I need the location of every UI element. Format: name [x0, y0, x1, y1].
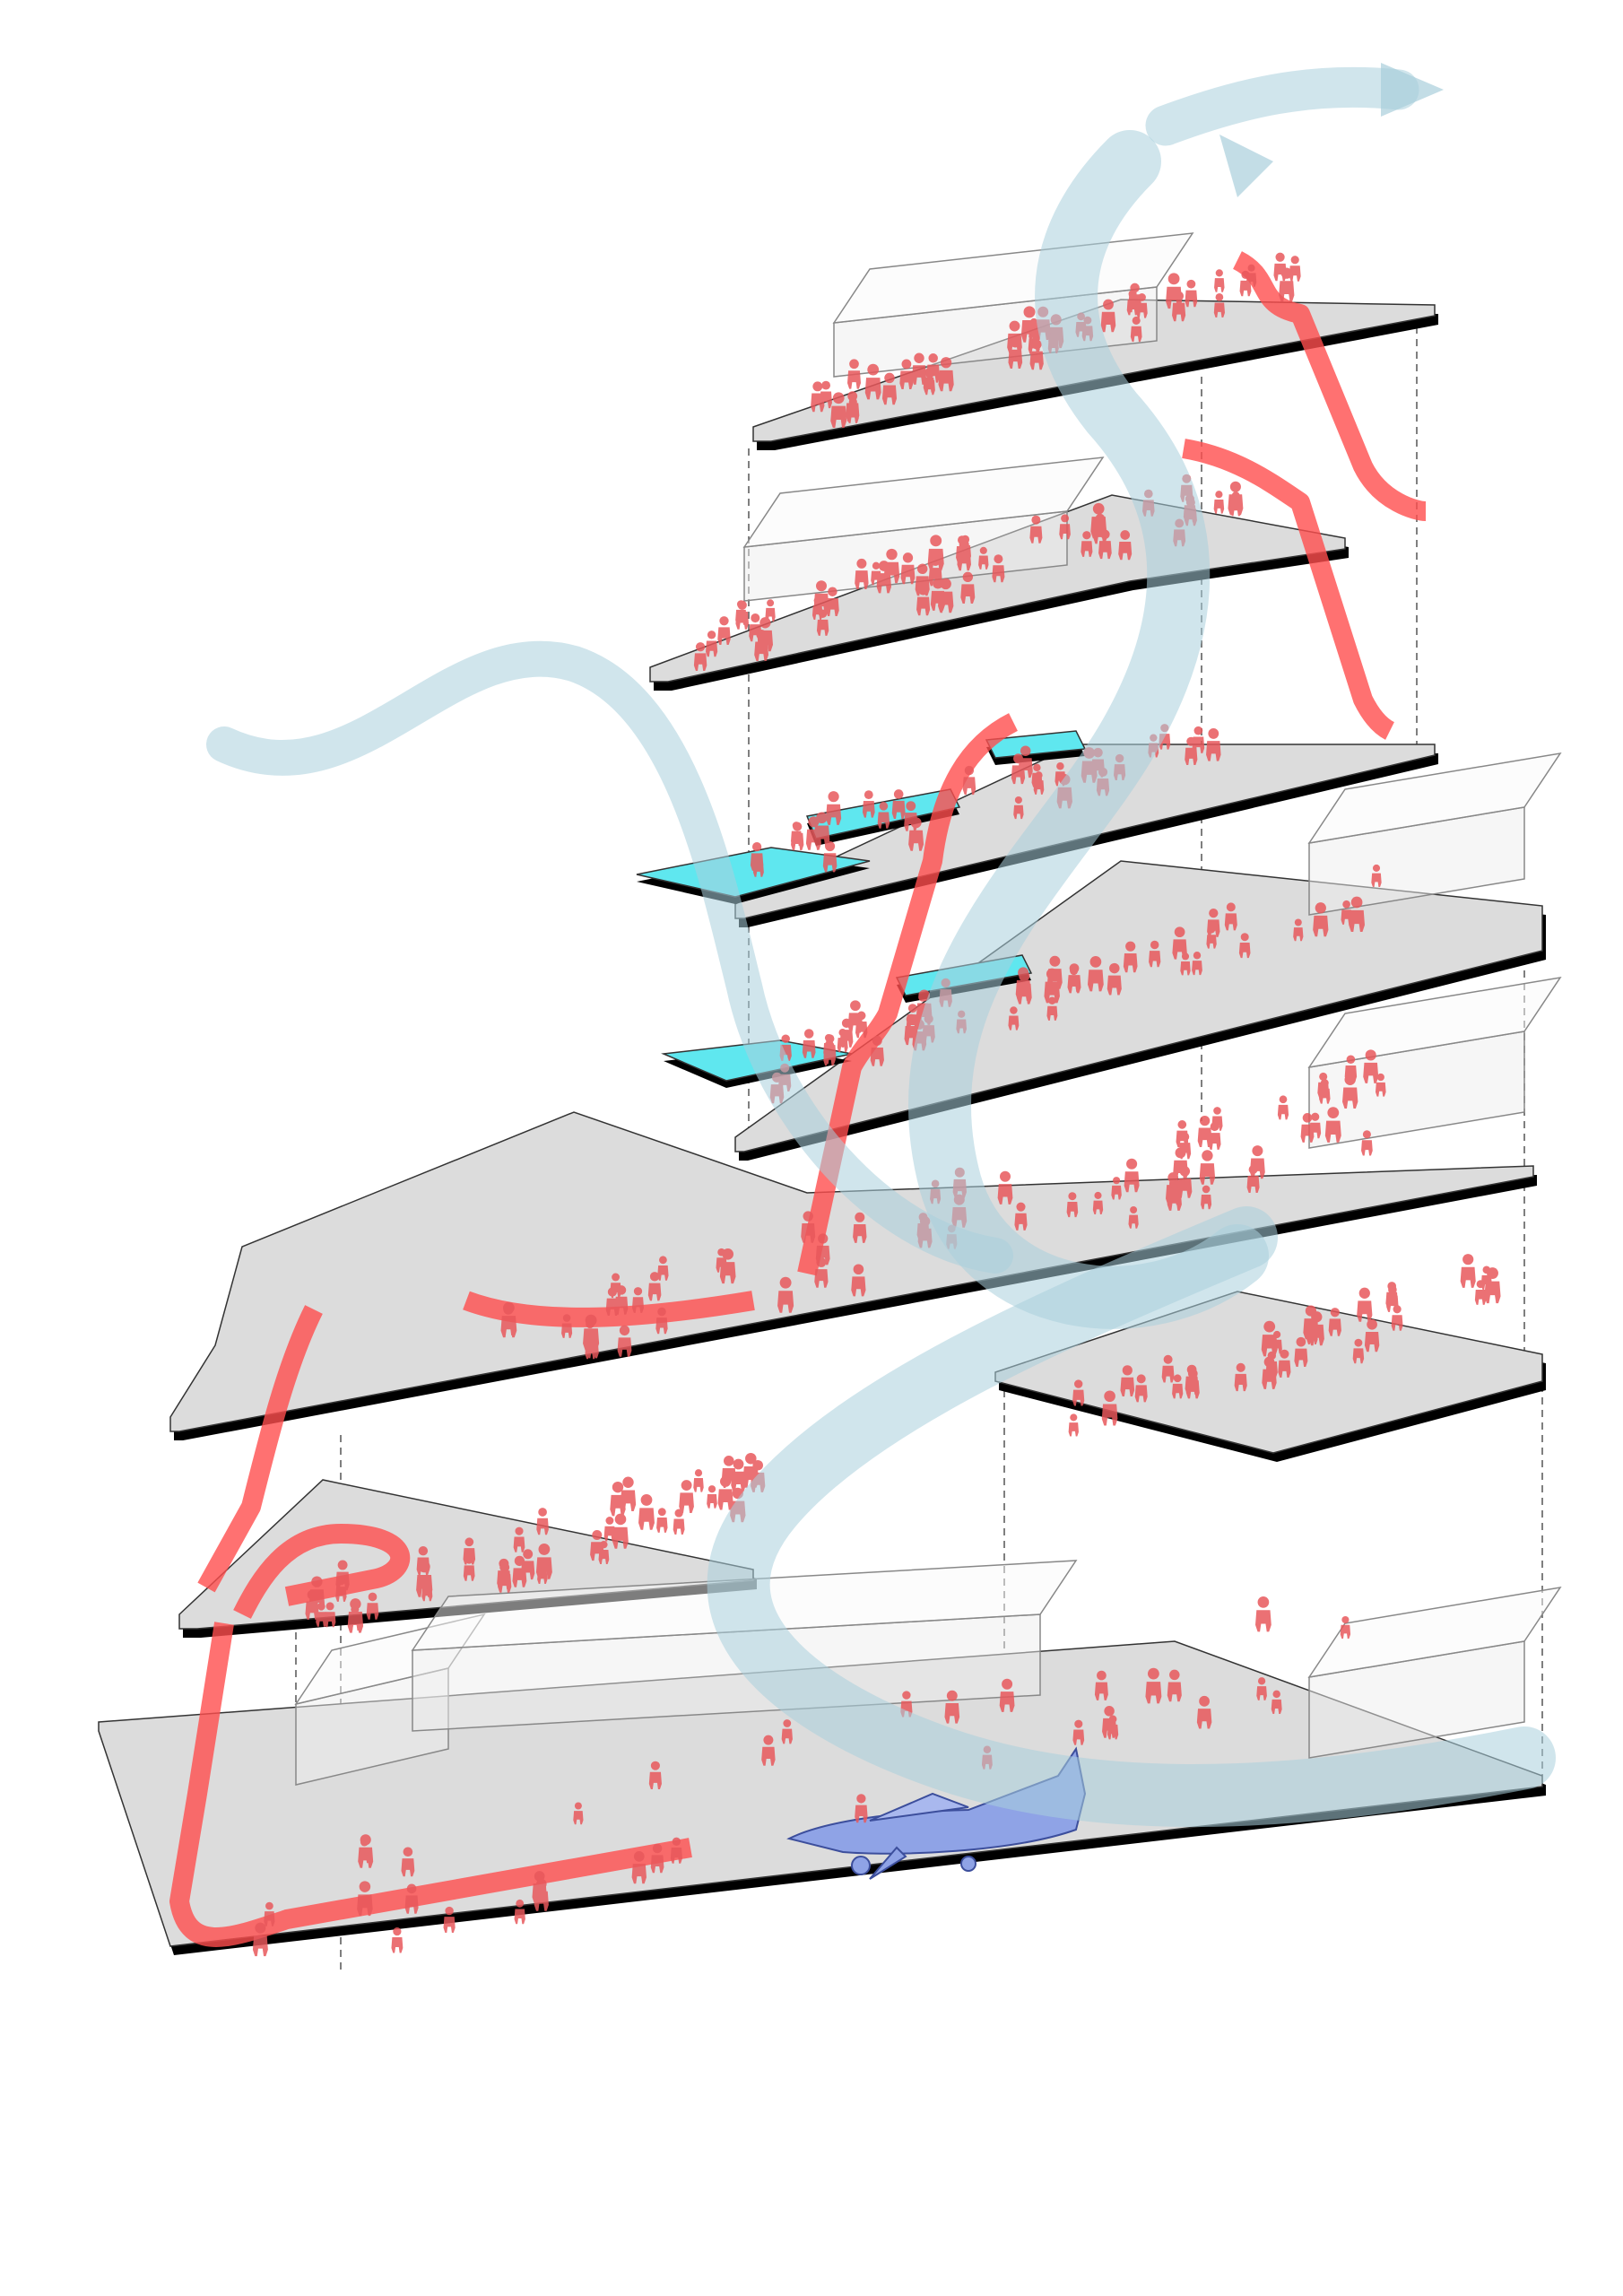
person-icon	[1214, 269, 1225, 292]
person-icon	[847, 359, 861, 389]
airflow-arrow-icon	[1381, 63, 1444, 117]
person-icon	[1068, 1413, 1079, 1437]
circulation-ramp-4	[463, 1291, 755, 1327]
airflow-ribbon-4	[707, 1206, 1556, 1827]
person-icon	[1213, 491, 1225, 514]
circulation-ramp-1	[1232, 251, 1427, 521]
person-icon	[679, 1480, 694, 1513]
airflow-ribbons	[206, 63, 1556, 1827]
person-icon	[656, 1508, 668, 1533]
person-icon	[735, 600, 749, 630]
person-icon	[1255, 1596, 1271, 1632]
person-icon	[347, 1598, 364, 1633]
person-icon	[1197, 1115, 1212, 1147]
circulation-ramp-5	[197, 1305, 323, 1593]
glass-enclosure-4	[1307, 976, 1562, 1149]
person-icon	[1460, 1254, 1476, 1288]
person-icon	[847, 1000, 864, 1033]
circulation-ramp-6	[233, 1524, 411, 1619]
person-icon	[731, 1458, 746, 1492]
person-icon	[443, 1906, 456, 1933]
terrace-3	[985, 730, 1087, 765]
person-icon	[252, 1922, 268, 1957]
airflow-ribbon-3	[1145, 66, 1419, 146]
airflow-ribbon-2	[908, 130, 1269, 1329]
person-icon	[1101, 1390, 1118, 1426]
person-icon	[603, 1517, 616, 1542]
airflow-arrow-icon	[1219, 135, 1273, 197]
person-icon	[791, 822, 804, 851]
person-icon	[1230, 491, 1242, 517]
person-icon	[1357, 1287, 1373, 1322]
person-icon	[514, 1899, 525, 1925]
glass-enclosure-3	[1307, 752, 1562, 916]
person-icon	[1289, 256, 1301, 282]
person-icon	[1300, 1113, 1315, 1143]
airflow-ribbon-1	[206, 640, 1013, 1274]
person-icon	[962, 765, 976, 796]
person-icon	[1474, 1280, 1487, 1305]
circulation-ramp-2	[1182, 439, 1395, 740]
person-icon	[1250, 1145, 1265, 1179]
person-icon	[1484, 1267, 1501, 1304]
circulation-ramp-3	[797, 713, 1019, 1276]
person-icon	[693, 1469, 704, 1492]
person-icon	[391, 1926, 404, 1953]
person-icon	[1361, 1130, 1373, 1156]
person-icon	[717, 1475, 733, 1510]
person-icon	[1279, 267, 1295, 302]
person-icon	[638, 1494, 655, 1530]
person-icon	[673, 1509, 685, 1535]
person-icon	[1277, 1095, 1289, 1120]
person-icon	[620, 1476, 637, 1511]
glass-enclosure-5	[1307, 1586, 1562, 1759]
person-icon	[707, 1485, 717, 1509]
